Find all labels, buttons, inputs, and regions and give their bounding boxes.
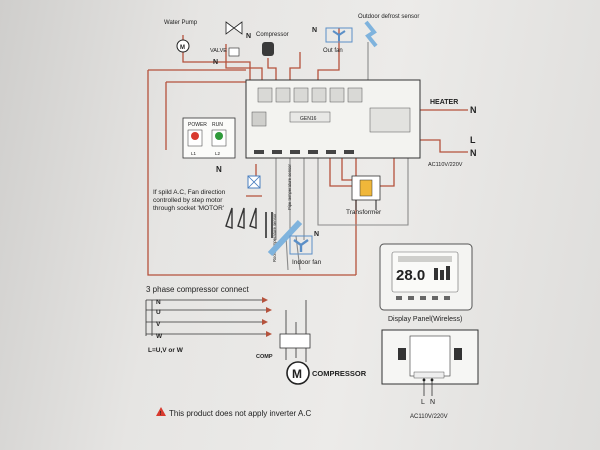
swing-motor: N If spild A.C, Fan direction controlled… [153, 165, 273, 238]
compressor-motor [286, 361, 310, 385]
out-fan-label: Out fan [323, 48, 343, 54]
run-label: RUN [212, 122, 223, 128]
swing-note-line-3: through socket 'MOTOR' [153, 205, 224, 212]
transformer-label: Transformer [346, 209, 382, 216]
heater: HEATER N [430, 99, 477, 115]
three-phase-section: 3 phase compressor connect N U V W L=U,V… [145, 285, 367, 385]
outfan-n-letter: N [312, 27, 317, 34]
warning-text: This product does not apply inverter A.C [169, 409, 312, 418]
display-panel: 28.0 Display Panel(Wireless) [379, 243, 473, 323]
room-sensor-label: Room temperature sensor [272, 213, 277, 262]
svg-text:!: ! [160, 411, 162, 417]
warning: ! This product does not apply inverter A… [156, 407, 312, 418]
power-label: POWER [188, 122, 207, 128]
three-phase-label: 3 phase compressor connect [146, 285, 250, 294]
indicator-box: POWER RUN L1 L2 [182, 117, 236, 159]
l1-label: L1 [191, 151, 197, 156]
phase-v-letter: V [156, 321, 161, 328]
pipe-sensor-label: Pipe temperature sensor [287, 164, 292, 210]
swing-n-letter: N [216, 165, 222, 174]
transformer: Transformer [346, 175, 382, 216]
defrost-sensor-label: Outdoor defrost sensor [358, 14, 419, 20]
compressor-m-letter: M [292, 367, 302, 381]
wall-box: L N AC110V/220V [381, 329, 479, 420]
pump-m-letter: M [180, 45, 185, 51]
indoorfan-n-letter: N [314, 231, 319, 238]
valve-n-letter: N [246, 33, 251, 40]
wallbox-ac-label: AC110V/220V [410, 414, 448, 420]
l-equals-label: L=U,V or W [148, 347, 184, 354]
display-temperature: 28.0 [396, 267, 425, 284]
out-fan: N Out fan [312, 27, 353, 54]
wallbox-n-letter: N [430, 399, 435, 406]
compressor-top-label: Compressor [256, 32, 289, 38]
indoor-fan-label: Indoor fan [292, 259, 322, 266]
temperature-sensors: Pipe temperature sensor Room temperature… [267, 164, 303, 262]
supply-n-letter: N [470, 148, 477, 158]
water-pump-label: Water Pump [164, 20, 198, 26]
heater-n-letter: N [470, 105, 477, 115]
supply-l-letter: L [470, 135, 476, 145]
swing-note-line-1: If spild A.C, Fan direction [153, 189, 226, 196]
display-panel-label: Display Panel(Wireless) [388, 316, 462, 323]
run-led [215, 132, 223, 140]
valve-label: VALVE [210, 48, 227, 54]
compressor-top: Compressor [256, 32, 289, 56]
phase-u-letter: U [156, 309, 161, 316]
board-model-label: GEN16 [300, 116, 317, 122]
control-board: GEN16 [245, 79, 421, 159]
compressor-label: COMPRESSOR [312, 369, 367, 378]
l2-label: L2 [215, 151, 221, 156]
valve: VALVE N N [210, 21, 251, 66]
swing-note-line-2: controlled by step motor [153, 197, 223, 204]
bus-arrows [262, 297, 272, 337]
ac-supply: L N AC110V/220V [428, 135, 477, 168]
comp-label: COMP [256, 354, 273, 360]
ac-supply-label: AC110V/220V [428, 162, 463, 168]
heater-label: HEATER [430, 99, 458, 106]
wallbox-l-letter: L [421, 399, 425, 406]
phase-n-letter: N [156, 299, 161, 306]
outdoor-defrost-sensor: Outdoor defrost sensor [358, 14, 419, 48]
valve-n2-letter: N [213, 59, 218, 66]
indoor-fan: N Indoor fan [289, 231, 322, 266]
phase-w-letter: W [156, 333, 163, 340]
power-led [191, 132, 199, 140]
water-pump: Water Pump M [164, 20, 198, 53]
